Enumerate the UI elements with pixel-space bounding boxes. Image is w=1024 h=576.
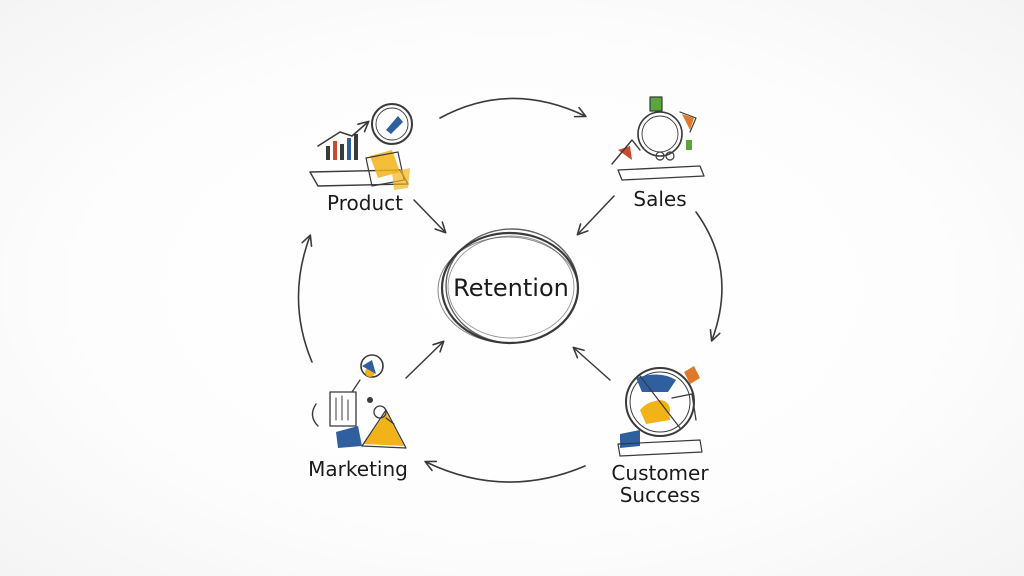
arrow-product-to-sales [439, 97, 587, 119]
retention-circle [437, 228, 580, 345]
node-label-marketing: Marketing [308, 457, 408, 481]
arrow-customer-success-to-marketing [424, 460, 586, 483]
arrow-sales-to-retention [576, 195, 615, 236]
center-label: Retention [453, 274, 569, 302]
marketing-megaphone-icon [311, 354, 407, 449]
center-arrows [405, 195, 615, 381]
arrow-sales-to-customer-success [695, 211, 723, 342]
arrow-marketing-to-product [297, 234, 313, 363]
node-label-product: Product [327, 191, 403, 215]
cycle-arrows [297, 97, 723, 483]
product-chart-icon [309, 103, 413, 190]
node-label-customer-success-line1: Customer [611, 461, 709, 485]
customer-success-globe-icon [617, 366, 703, 457]
sales-cycle-icon [611, 96, 705, 181]
arrow-product-to-retention [413, 199, 447, 234]
node-label-customer-success-line2: Success [620, 483, 701, 507]
arrow-customer-success-to-retention [572, 346, 611, 381]
arrow-marketing-to-retention [405, 340, 445, 379]
node-label-sales: Sales [633, 187, 686, 211]
